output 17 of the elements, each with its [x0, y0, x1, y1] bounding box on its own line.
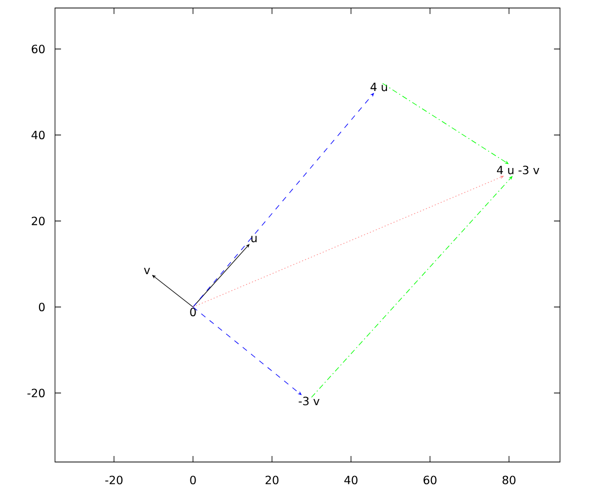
tick-label: 20: [32, 216, 45, 226]
tick-label: 0: [190, 476, 196, 484]
tick-label: 60: [424, 476, 436, 484]
tick-label: 80: [502, 476, 516, 484]
tick-label: 40: [32, 130, 45, 140]
tick-label: 20: [266, 476, 278, 484]
tick-label: -20: [105, 476, 122, 484]
tick-label: -20: [27, 388, 45, 398]
point-label: 4 u: [368, 81, 390, 93]
tick-label: 40: [344, 476, 358, 484]
point-label: 0: [188, 306, 198, 318]
point-label: u: [249, 234, 259, 244]
tick-label: 0: [38, 302, 45, 312]
tick-label: 60: [32, 44, 45, 54]
point-label: -3 v: [296, 395, 322, 407]
point-label: 4 u -3 v: [495, 164, 541, 176]
point-label: v: [142, 266, 152, 276]
